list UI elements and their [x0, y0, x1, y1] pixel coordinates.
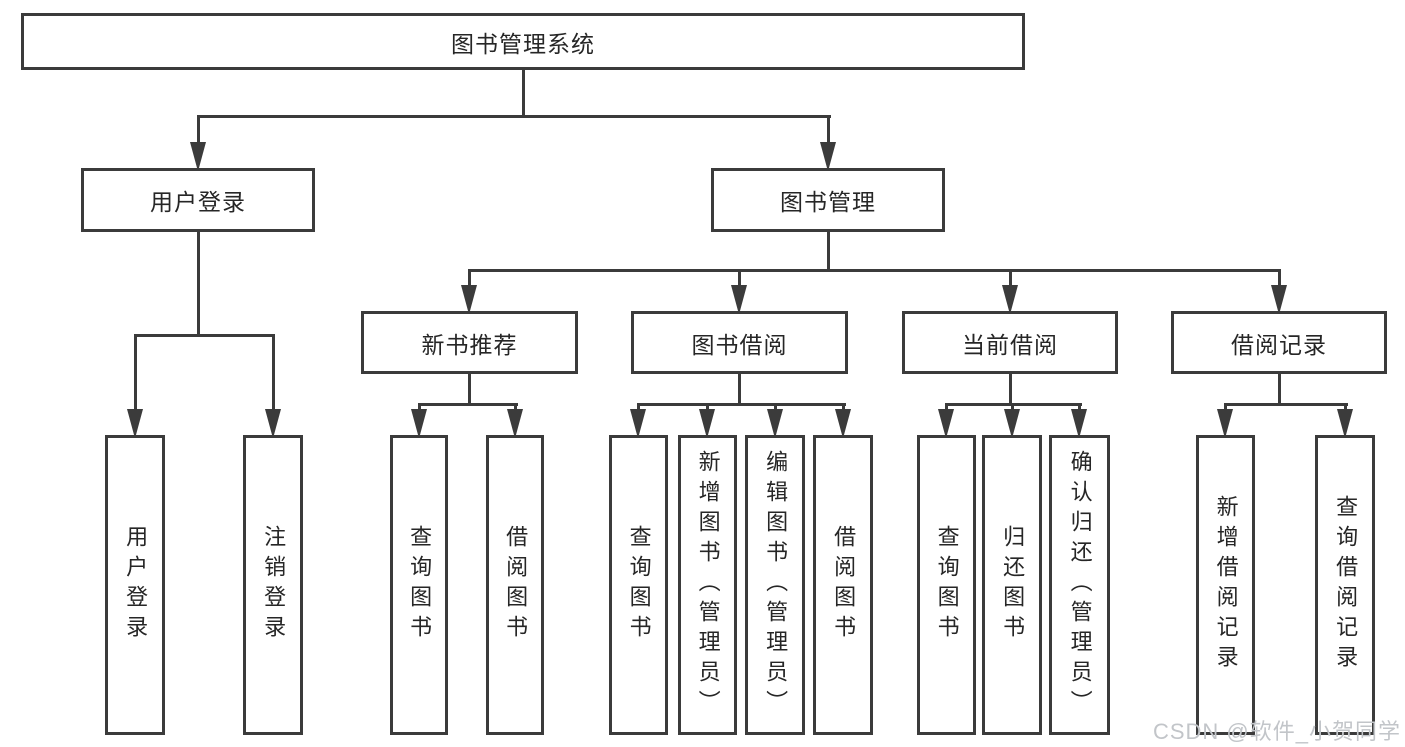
connector-line	[134, 334, 137, 413]
node-leaf-query-books-recommend: 查询图书	[390, 435, 448, 735]
connector-line	[842, 403, 845, 413]
connector-line	[134, 334, 275, 337]
node-label: 确认归还（管理员）	[1067, 450, 1093, 720]
node-label: 用户登录	[150, 189, 246, 215]
node-leaf-user-login: 用户登录	[105, 435, 165, 735]
arrow-down-icon	[461, 285, 477, 311]
node-label: 查询图书	[407, 525, 433, 645]
connector-line	[1344, 403, 1347, 413]
connector-line	[1224, 403, 1227, 413]
arrow-down-icon	[1217, 409, 1233, 435]
arrow-down-icon	[767, 409, 783, 435]
csdn-watermark: CSDN @软件_小贺同学	[1152, 719, 1401, 744]
connector-line	[706, 403, 709, 413]
arrow-down-icon	[1337, 409, 1353, 435]
arrow-down-icon	[1071, 409, 1087, 435]
arrow-down-icon	[1002, 285, 1018, 311]
arrow-down-icon	[507, 409, 523, 435]
node-leaf-borrow-books-recommend: 借阅图书	[486, 435, 544, 735]
node-user-login-group: 用户登录	[81, 168, 315, 232]
node-library-management-system: 图书管理系统	[21, 13, 1025, 70]
node-label: 查询借阅记录	[1333, 495, 1359, 675]
node-leaf-logout: 注销登录	[243, 435, 303, 735]
node-label: 图书管理系统	[451, 30, 595, 57]
connector-line	[1278, 374, 1281, 406]
arrow-down-icon	[938, 409, 954, 435]
connector-line	[522, 70, 525, 118]
node-leaf-borrow-books: 借阅图书	[813, 435, 873, 735]
arrow-down-icon	[411, 409, 427, 435]
node-leaf-edit-books-admin: 编辑图书（管理员）	[745, 435, 805, 735]
connector-line	[272, 334, 275, 413]
arrow-down-icon	[127, 409, 143, 435]
node-label: 查询图书	[934, 525, 960, 645]
arrow-down-icon	[731, 285, 747, 311]
arrow-down-icon	[699, 409, 715, 435]
connector-line	[738, 269, 741, 289]
node-label: 新书推荐	[421, 331, 518, 358]
node-label: 新增图书（管理员）	[695, 450, 721, 720]
connector-line	[945, 403, 948, 413]
connector-line	[197, 232, 200, 337]
connector-line	[1009, 269, 1012, 289]
node-leaf-confirm-return-admin: 确认归还（管理员）	[1049, 435, 1110, 735]
node-label: 当前借阅	[962, 331, 1058, 358]
node-leaf-return-books: 归还图书	[982, 435, 1042, 735]
node-leaf-query-books-current: 查询图书	[917, 435, 976, 735]
node-book-borrow: 图书借阅	[631, 311, 848, 374]
node-label: 借阅图书	[503, 525, 529, 645]
node-label: 借阅图书	[831, 525, 857, 645]
connector-line	[468, 374, 471, 406]
node-label: 图书管理	[780, 189, 876, 215]
arrow-down-icon	[190, 142, 206, 168]
node-leaf-query-borrow-record: 查询借阅记录	[1315, 435, 1375, 735]
arrow-down-icon	[630, 409, 646, 435]
connector-line	[774, 403, 777, 413]
connector-line	[418, 403, 421, 413]
node-label: 注销登录	[261, 525, 287, 645]
connector-line	[1224, 403, 1348, 406]
node-label: 编辑图书（管理员）	[763, 450, 789, 720]
connector-line	[514, 403, 517, 413]
connector-line	[637, 403, 846, 406]
node-leaf-add-borrow-record: 新增借阅记录	[1196, 435, 1255, 735]
connector-line	[1078, 403, 1081, 413]
arrow-down-icon	[1004, 409, 1020, 435]
connector-line	[1011, 403, 1014, 413]
node-label: 查询图书	[626, 525, 652, 645]
node-current-borrow: 当前借阅	[902, 311, 1118, 374]
connector-line	[637, 403, 640, 413]
node-label: 借阅记录	[1231, 331, 1327, 358]
connector-line	[468, 269, 471, 289]
node-new-book-recommend: 新书推荐	[361, 311, 578, 374]
connector-line	[468, 269, 1281, 272]
connector-line	[197, 115, 831, 118]
arrow-down-icon	[265, 409, 281, 435]
node-label: 新增借阅记录	[1213, 495, 1239, 675]
connector-line	[827, 232, 830, 272]
node-leaf-query-books-borrow: 查询图书	[609, 435, 668, 735]
arrow-down-icon	[1271, 285, 1287, 311]
connector-line	[197, 115, 200, 146]
node-leaf-add-books-admin: 新增图书（管理员）	[678, 435, 737, 735]
connector-line	[738, 374, 741, 406]
connector-line	[1009, 374, 1012, 406]
arrow-down-icon	[820, 142, 836, 168]
arrow-down-icon	[835, 409, 851, 435]
connector-line	[827, 115, 830, 146]
node-borrow-record: 借阅记录	[1171, 311, 1387, 374]
node-book-management: 图书管理	[711, 168, 945, 232]
node-label: 图书借阅	[691, 331, 788, 358]
node-label: 用户登录	[123, 525, 149, 645]
node-label: 归还图书	[1000, 525, 1026, 645]
connector-line	[418, 403, 518, 406]
connector-line	[1278, 269, 1281, 289]
